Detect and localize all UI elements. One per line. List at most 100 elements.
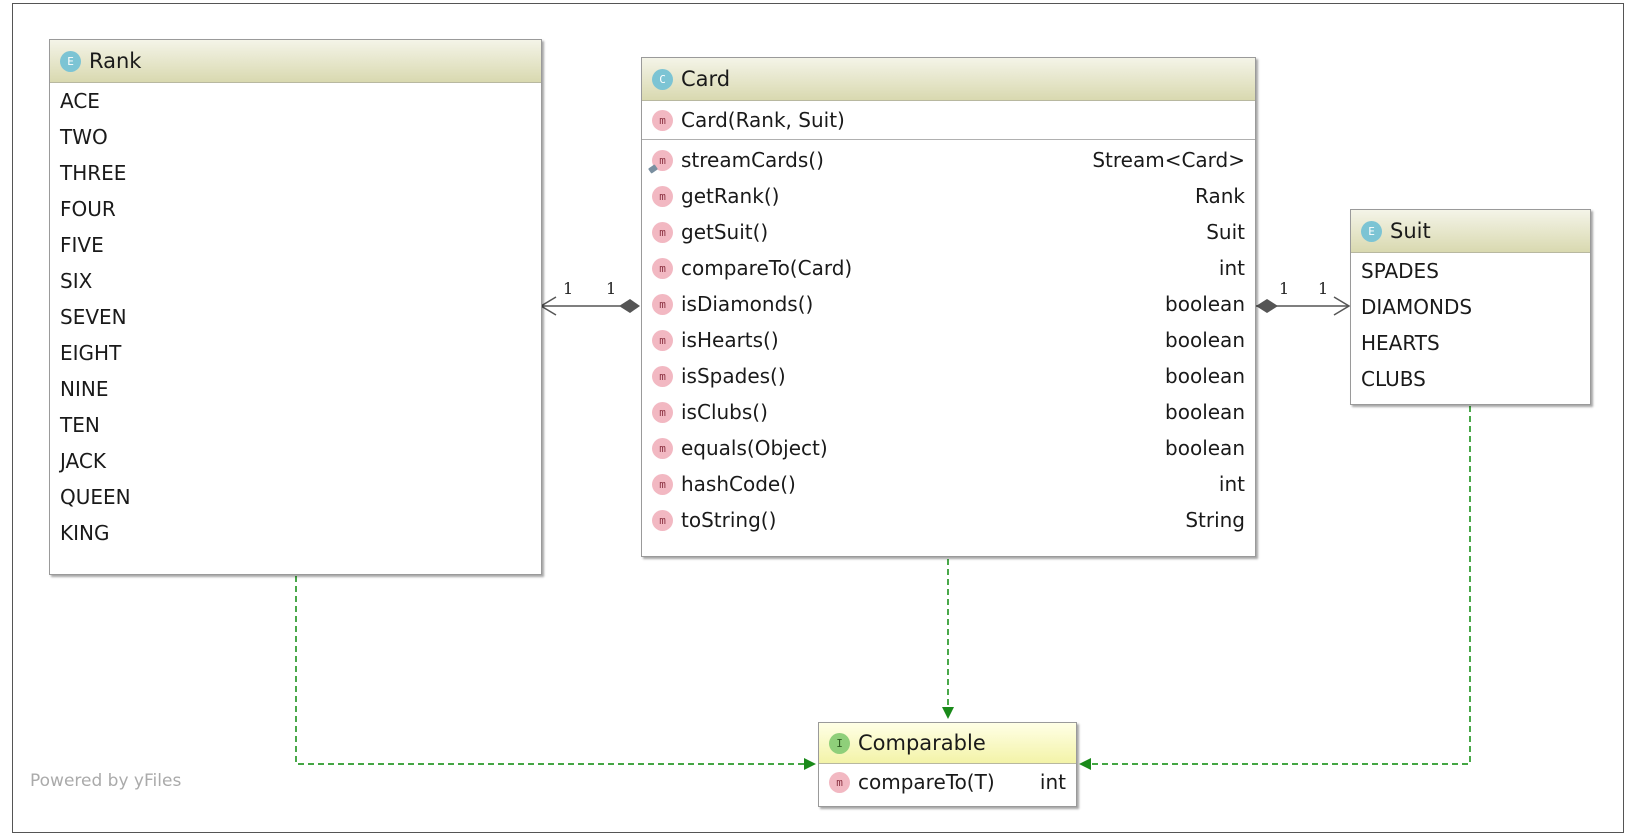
rank-enum-node[interactable]: E Rank ACE TWO THREE FOUR FIVE SIX SEVEN EIGHT N…	[49, 39, 542, 575]
constant-row: FIVE	[50, 227, 541, 263]
method-name: equals(Object)	[681, 436, 828, 460]
constant-name: JACK	[60, 449, 106, 473]
node-title: Card	[681, 67, 731, 91]
node-title: Rank	[89, 49, 142, 73]
node-title: Suit	[1390, 219, 1431, 243]
method-icon: m	[652, 293, 673, 315]
constant-name: QUEEN	[60, 485, 131, 509]
method-name: compareTo(Card)	[681, 256, 853, 280]
method-icon: m	[652, 185, 673, 207]
edge-rank-comparable	[295, 576, 816, 770]
constant-row: NINE	[50, 371, 541, 407]
return-type: String	[1185, 508, 1245, 532]
constant-row: SEVEN	[50, 299, 541, 335]
method-icon: m	[652, 149, 673, 171]
constant-name: SPADES	[1361, 259, 1439, 283]
node-header: E Rank	[50, 40, 541, 83]
enum-icon: E	[60, 50, 81, 72]
method-name: isHearts()	[681, 328, 779, 352]
constant-row: EIGHT	[50, 335, 541, 371]
constant-name: ACE	[60, 89, 100, 113]
constant-name: HEARTS	[1361, 331, 1440, 355]
return-type: boolean	[1165, 292, 1245, 316]
return-type: Suit	[1206, 220, 1245, 244]
method-name: toString()	[681, 508, 777, 532]
method-row: m isClubs() boolean	[642, 394, 1255, 430]
constant-row: DIAMONDS	[1351, 289, 1590, 325]
method-icon: m	[652, 509, 673, 531]
constant-name: FIVE	[60, 233, 104, 257]
node-header: E Suit	[1351, 210, 1590, 253]
node-header: C Card	[642, 58, 1255, 101]
edge-card-rank	[539, 296, 640, 316]
constant-name: TWO	[60, 125, 108, 149]
node-title: Comparable	[858, 731, 986, 755]
return-type: int	[1218, 472, 1245, 496]
method-icon-wrap: m	[652, 473, 681, 495]
card-class-node[interactable]: C Card m Card(Rank, Suit) m streamCards()…	[641, 57, 1256, 557]
method-icon-wrap: m	[829, 771, 858, 793]
multiplicity-label: 1	[563, 279, 574, 298]
edge-card-suit	[1256, 296, 1351, 316]
constant-list: SPADES DIAMONDS HEARTS CLUBS	[1351, 253, 1590, 397]
enum-icon: E	[1361, 220, 1382, 242]
return-type: Rank	[1195, 184, 1245, 208]
method-icon: m	[652, 437, 673, 459]
constant-row: SPADES	[1351, 253, 1590, 289]
constant-row: JACK	[50, 443, 541, 479]
constant-name: CLUBS	[1361, 367, 1426, 391]
constant-name: FOUR	[60, 197, 116, 221]
return-type: boolean	[1165, 328, 1245, 352]
method-icon-wrap: m	[652, 329, 681, 351]
multiplicity-label: 1	[1318, 279, 1329, 298]
return-type: Stream<Card>	[1092, 148, 1245, 172]
method-icon-wrap: m	[652, 437, 681, 459]
return-type: boolean	[1165, 400, 1245, 424]
suit-enum-node[interactable]: E Suit SPADES DIAMONDS HEARTS CLUBS	[1350, 209, 1591, 405]
constant-row: THREE	[50, 155, 541, 191]
return-type: int	[1039, 770, 1066, 794]
method-icon: m	[652, 109, 673, 131]
method-icon-wrap: m	[652, 401, 681, 423]
constructor-name: Card(Rank, Suit)	[681, 108, 845, 132]
method-row: m isDiamonds() boolean	[642, 286, 1255, 322]
diagram-frame	[12, 3, 1624, 833]
method-name: isClubs()	[681, 400, 768, 424]
constant-name: SIX	[60, 269, 93, 293]
method-row: m streamCards() Stream<Card>	[642, 142, 1255, 178]
method-icon-wrap: m	[652, 221, 681, 243]
powered-by-label: Powered by yFiles	[30, 771, 182, 791]
method-icon-wrap: m	[652, 257, 681, 279]
method-icon: m	[652, 473, 673, 495]
method-icon-wrap: m	[648, 149, 681, 174]
constant-name: EIGHT	[60, 341, 122, 365]
constant-row: HEARTS	[1351, 325, 1590, 361]
open-arrow-icon	[1333, 296, 1351, 316]
constant-name: NINE	[60, 377, 109, 401]
constant-name: THREE	[60, 161, 127, 185]
constant-row: FOUR	[50, 191, 541, 227]
constant-row: ACE	[50, 83, 541, 119]
constant-name: DIAMONDS	[1361, 295, 1473, 319]
method-name: streamCards()	[681, 148, 824, 172]
method-icon-wrap: m	[652, 293, 681, 315]
composition-diamond-icon	[1256, 299, 1278, 313]
method-icon: m	[652, 401, 673, 423]
method-name: isDiamonds()	[681, 292, 814, 316]
multiplicity-label: 1	[1279, 279, 1290, 298]
node-header: I Comparable	[819, 723, 1076, 764]
constant-name: KING	[60, 521, 110, 545]
method-row: m toString() String	[642, 502, 1255, 538]
